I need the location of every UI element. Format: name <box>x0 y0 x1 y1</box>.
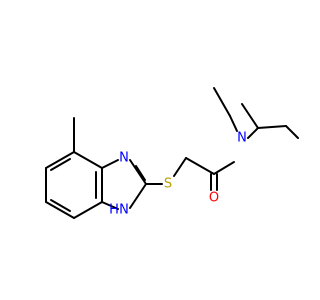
double-bond-inner <box>135 165 146 181</box>
imidazole-n-label: N <box>119 151 129 166</box>
bond <box>45 201 75 219</box>
double-bond-inner <box>50 158 71 171</box>
benzimidazole-benzene-ring <box>45 151 103 219</box>
bond <box>73 201 103 219</box>
sulfur-label: S <box>164 177 172 192</box>
imidazole-nh-label: N <box>119 203 129 218</box>
bond <box>241 103 259 129</box>
bond <box>101 201 119 210</box>
double-bond-inner <box>50 199 71 212</box>
bond <box>73 151 103 169</box>
amide-n-label: N <box>237 131 247 146</box>
n-ethyl-bond <box>229 115 238 132</box>
s-ch2-bond <box>173 157 187 177</box>
imidazole-ring <box>101 159 147 210</box>
oxygen-label: O <box>209 191 219 206</box>
ethyl-bond <box>213 87 231 117</box>
atom-labels: N N H S O N <box>109 131 247 218</box>
bond <box>101 159 119 169</box>
ch2-carbonyl-bond <box>185 157 215 175</box>
n-phenyl-bond <box>247 127 259 139</box>
carbonyl-n-bond <box>213 161 235 175</box>
imidazole-h-label: H <box>109 203 119 218</box>
bond <box>285 125 299 139</box>
bond <box>257 125 287 129</box>
molecule-canvas: N N H S O N <box>45 87 299 219</box>
phenyl-ring <box>241 103 299 139</box>
bond <box>129 159 147 185</box>
structure-diagram: N N H S O N <box>45 87 299 219</box>
bond <box>45 151 75 169</box>
bond <box>129 183 147 209</box>
